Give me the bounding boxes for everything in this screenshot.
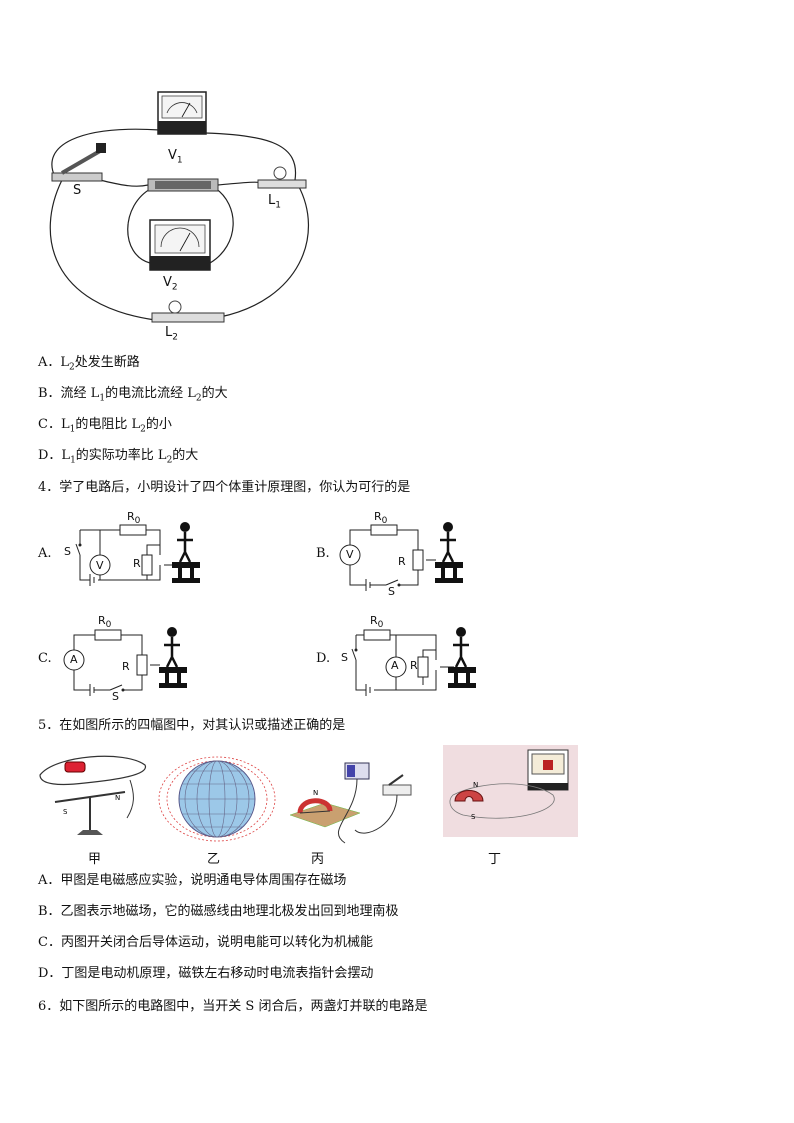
q5-caption-ding: 丁 <box>488 852 502 867</box>
q4c-r: R <box>122 660 130 673</box>
q4-stem: 4．学了电路后，小明设计了四个体重计原理图，你认为可行的是 <box>38 480 411 495</box>
q4c-s: S <box>112 690 119 703</box>
q5-stem: 5．在如图所示的四幅图中，对其认识或描述正确的是 <box>38 718 346 733</box>
q4-circuit-d[interactable] <box>336 615 496 700</box>
bulb-l1-icon <box>257 166 307 189</box>
label-v1: V1 <box>168 148 183 166</box>
q4a-s: S <box>64 545 71 558</box>
q5-option-d[interactable]: D．丁图是电动机原理，磁铁左右移动时电流表指针会摆动 <box>38 966 374 981</box>
label-l1: L1 <box>268 193 281 211</box>
svg-text:S: S <box>63 808 68 816</box>
q4b-r0: R0 <box>374 510 388 527</box>
q4-option-c-label[interactable]: C. <box>38 651 52 666</box>
q4-circuit-c[interactable] <box>60 615 210 705</box>
q4a-v: V <box>96 559 104 572</box>
label-l2: L2 <box>165 325 178 343</box>
q4-circuit-b[interactable] <box>336 510 476 600</box>
q4d-s: S <box>341 651 348 664</box>
label-s: S <box>73 183 82 198</box>
q4a-r: R <box>133 557 141 570</box>
bulb-l2-icon <box>151 300 225 323</box>
q5-figure-ding: NS <box>443 745 578 837</box>
q5-caption-yi: 乙 <box>207 852 221 867</box>
q4b-v: V <box>346 548 354 561</box>
q4-option-b-label[interactable]: B. <box>316 546 330 561</box>
q5-option-a[interactable]: A．甲图是电磁感应实验，说明通电导体周围存在磁场 <box>38 873 347 888</box>
svg-text:N: N <box>115 794 120 802</box>
q4d-r: R <box>410 659 418 672</box>
person-on-scale-icon <box>172 522 200 583</box>
resistor-icon <box>147 178 219 192</box>
voltmeter-v2-icon <box>149 219 211 271</box>
svg-text:S: S <box>471 813 476 821</box>
svg-text:N: N <box>473 781 478 789</box>
q3-circuit-figure <box>49 91 310 323</box>
q5-option-c[interactable]: C．丙图开关闭合后导体运动，说明电能可以转化为机械能 <box>38 935 373 950</box>
q4d-r0: R0 <box>370 614 384 631</box>
q4c-r0: R0 <box>98 614 112 631</box>
q4-option-d-label[interactable]: D. <box>316 651 331 666</box>
voltmeter-v1-icon <box>157 91 207 135</box>
q3-option-c[interactable]: C．L1的电阻比 L2的小 <box>38 417 172 435</box>
q4d-a: A <box>391 659 399 672</box>
q5-figure-jia: SN <box>39 755 146 835</box>
q5-caption-bing: 丙 <box>311 852 325 867</box>
label-v2: V2 <box>163 275 178 293</box>
person-on-scale-icon <box>448 627 476 688</box>
q4b-r: R <box>398 555 406 568</box>
q4c-a: A <box>70 653 78 666</box>
q5-caption-jia: 甲 <box>88 852 102 867</box>
q3-option-b[interactable]: B．流经 L1的电流比流经 L2的大 <box>38 386 228 404</box>
q4-option-a-label[interactable]: A. <box>38 546 52 561</box>
switch-s-icon <box>51 143 106 182</box>
q4b-s: S <box>388 585 395 598</box>
q4a-r0: R0 <box>127 510 141 527</box>
q4-circuit-a[interactable] <box>60 510 220 590</box>
svg-text:N: N <box>313 789 318 797</box>
q5-option-b[interactable]: B．乙图表示地磁场，它的磁感线由地理北极发出回到地理南极 <box>38 904 399 919</box>
q3-option-a[interactable]: A．L2处发生断路 <box>38 355 140 373</box>
q6-stem: 6．如下图所示的电路图中，当开关 S 闭合后，两盏灯并联的电路是 <box>38 999 428 1014</box>
q3-option-d[interactable]: D．L1的实际功率比 L2的大 <box>38 448 199 466</box>
person-on-scale-icon <box>435 522 463 583</box>
person-on-scale-icon <box>159 627 187 688</box>
q5-figure-bing: N <box>289 762 412 844</box>
q5-figure-yi <box>158 756 276 842</box>
